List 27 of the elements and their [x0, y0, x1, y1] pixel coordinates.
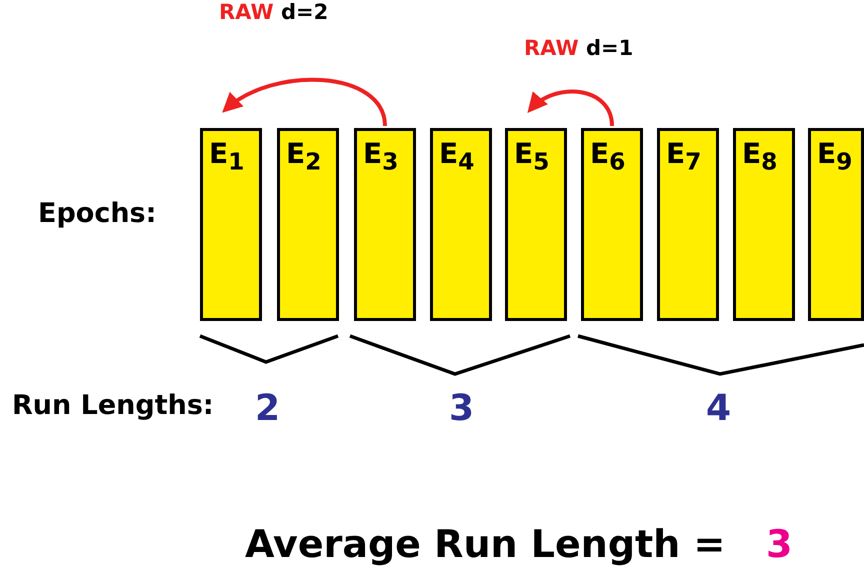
run-length-value: 2 — [255, 388, 280, 429]
axis-label: Run Lengths: — [12, 390, 214, 421]
epoch-label: E$_{9}$ — [817, 137, 852, 176]
epoch-box — [581, 128, 643, 321]
epoch-box — [430, 128, 492, 321]
epoch-box — [657, 128, 719, 321]
epoch-label: E$_{1}$ — [209, 137, 244, 176]
dependency-arrow — [527, 90, 614, 126]
axis-label: Epochs: — [38, 198, 156, 229]
epoch-box — [733, 128, 795, 321]
epoch-label: E$_{2}$ — [286, 137, 322, 176]
epoch-label: E$_{3}$ — [363, 137, 398, 176]
epoch-label: E$_{7}$ — [666, 137, 702, 176]
epoch-box — [277, 128, 339, 321]
epoch-box — [200, 128, 262, 321]
epoch-label: E$_{8}$ — [742, 137, 778, 176]
epoch-label: E$_{5}$ — [514, 137, 550, 176]
epoch-box — [505, 128, 567, 321]
run-length-value: 3 — [449, 388, 474, 429]
dependency-arrow — [222, 78, 387, 126]
epoch-label: E$_{6}$ — [590, 137, 626, 176]
epoch-box — [808, 128, 864, 321]
epoch-box — [354, 128, 416, 321]
summary-text: Average Run Length = — [245, 522, 726, 566]
run-length-value: 4 — [706, 388, 732, 429]
summary-value: 3 — [766, 522, 792, 566]
epoch-label: E$_{4}$ — [439, 137, 474, 176]
